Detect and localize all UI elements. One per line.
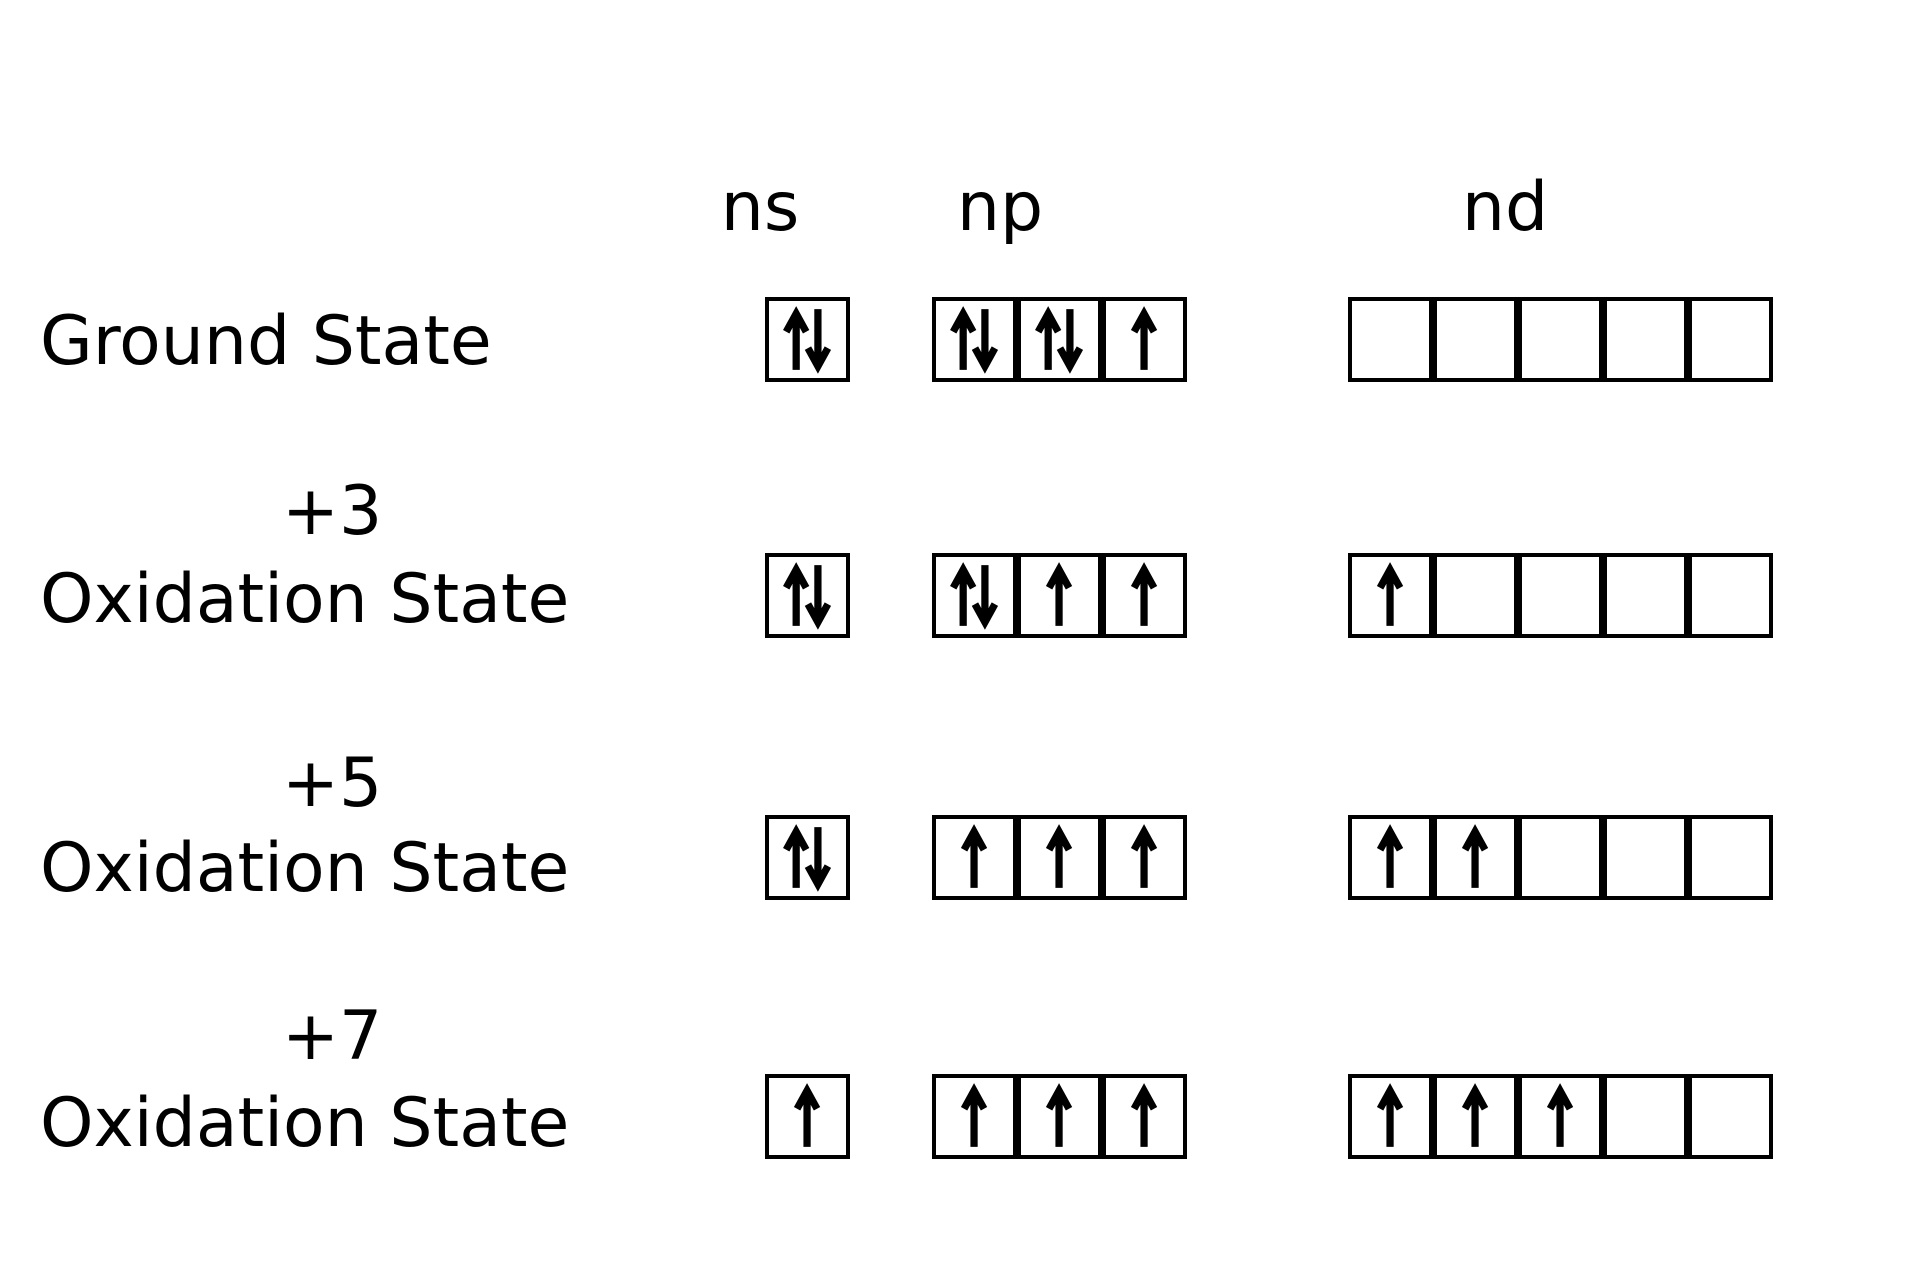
row-label-ox5: Oxidation State <box>40 829 570 908</box>
orbital-box-p <box>1017 815 1102 900</box>
orbital-box-d <box>1433 1074 1518 1159</box>
spin-up-arrow <box>960 824 988 888</box>
orbital-row-ox3 <box>0 553 1920 641</box>
row-label-ox7: Oxidation State <box>40 1084 570 1163</box>
orbital-box-d <box>1433 815 1518 900</box>
spin-up-arrow <box>1130 306 1158 370</box>
orbital-box-s <box>765 1074 850 1159</box>
spin-up-arrow <box>1130 1083 1158 1147</box>
orbital-box-d <box>1518 1074 1603 1159</box>
orbital-box-p <box>1017 1074 1102 1159</box>
orbital-box-p <box>1017 553 1102 638</box>
oxidation-number-3: +3 <box>282 472 383 551</box>
orbital-box-p <box>1102 297 1187 382</box>
spin-down-arrow <box>971 565 999 630</box>
orbital-box-p <box>932 1074 1017 1159</box>
orbital-box-d <box>1518 297 1603 382</box>
header-np: np <box>956 168 1044 247</box>
spin-up-arrow <box>783 824 810 888</box>
orbital-box-p <box>1102 553 1187 638</box>
spin-up-arrow <box>793 1083 821 1147</box>
spin-up-arrow <box>1546 1083 1574 1147</box>
spin-up-arrow <box>1376 824 1404 888</box>
orbital-box-p <box>932 297 1017 382</box>
orbital-box-d <box>1688 815 1773 900</box>
spin-up-arrow <box>950 562 977 626</box>
spin-up-arrow <box>1461 1083 1489 1147</box>
orbital-box-d <box>1348 815 1433 900</box>
spin-up-arrow <box>1461 824 1489 888</box>
orbital-row-ox7 <box>0 1074 1920 1162</box>
spin-up-arrow <box>783 562 810 626</box>
row-label-ox3: Oxidation State <box>40 560 570 639</box>
spin-up-arrow <box>1376 562 1404 626</box>
spin-down-arrow <box>971 309 999 374</box>
orbital-box-d <box>1348 297 1433 382</box>
spin-up-arrow <box>1376 1083 1404 1147</box>
orbital-box-d <box>1688 297 1773 382</box>
orbital-box-d <box>1433 553 1518 638</box>
orbital-box-p <box>932 815 1017 900</box>
orbital-box-s <box>765 815 850 900</box>
spin-up-arrow <box>1045 1083 1073 1147</box>
header-ns: ns <box>720 168 800 247</box>
spin-up-arrow <box>1130 562 1158 626</box>
orbital-box-p <box>1017 297 1102 382</box>
spin-up-arrow <box>1045 562 1073 626</box>
oxidation-number-5: +5 <box>282 744 383 823</box>
orbital-box-d <box>1433 297 1518 382</box>
spin-down-arrow <box>804 565 832 630</box>
spin-up-arrow <box>1130 824 1158 888</box>
orbital-box-s <box>765 297 850 382</box>
orbital-box-d <box>1603 297 1688 382</box>
orbital-box-p <box>932 553 1017 638</box>
oxidation-number-7: +7 <box>282 997 383 1076</box>
orbital-box-d <box>1603 553 1688 638</box>
spin-up-arrow <box>950 306 977 370</box>
spin-up-arrow <box>783 306 810 370</box>
spin-up-arrow <box>1045 824 1073 888</box>
orbital-box-d <box>1603 815 1688 900</box>
orbital-box-d <box>1518 553 1603 638</box>
spin-down-arrow <box>1056 309 1084 374</box>
spin-up-arrow <box>1035 306 1062 370</box>
spin-down-arrow <box>804 827 832 892</box>
orbital-box-d <box>1348 1074 1433 1159</box>
spin-down-arrow <box>804 309 832 374</box>
orbital-box-d <box>1518 815 1603 900</box>
orbital-row-ground <box>0 297 1920 385</box>
orbital-box-p <box>1102 815 1187 900</box>
orbital-box-d <box>1688 1074 1773 1159</box>
header-nd: nd <box>1461 168 1549 247</box>
orbital-box-d <box>1603 1074 1688 1159</box>
spin-up-arrow <box>960 1083 988 1147</box>
orbital-box-p <box>1102 1074 1187 1159</box>
row-label-ground: Ground State <box>40 302 492 381</box>
orbital-box-d <box>1688 553 1773 638</box>
orbital-row-ox5 <box>0 815 1920 903</box>
orbital-box-s <box>765 553 850 638</box>
orbital-box-d <box>1348 553 1433 638</box>
